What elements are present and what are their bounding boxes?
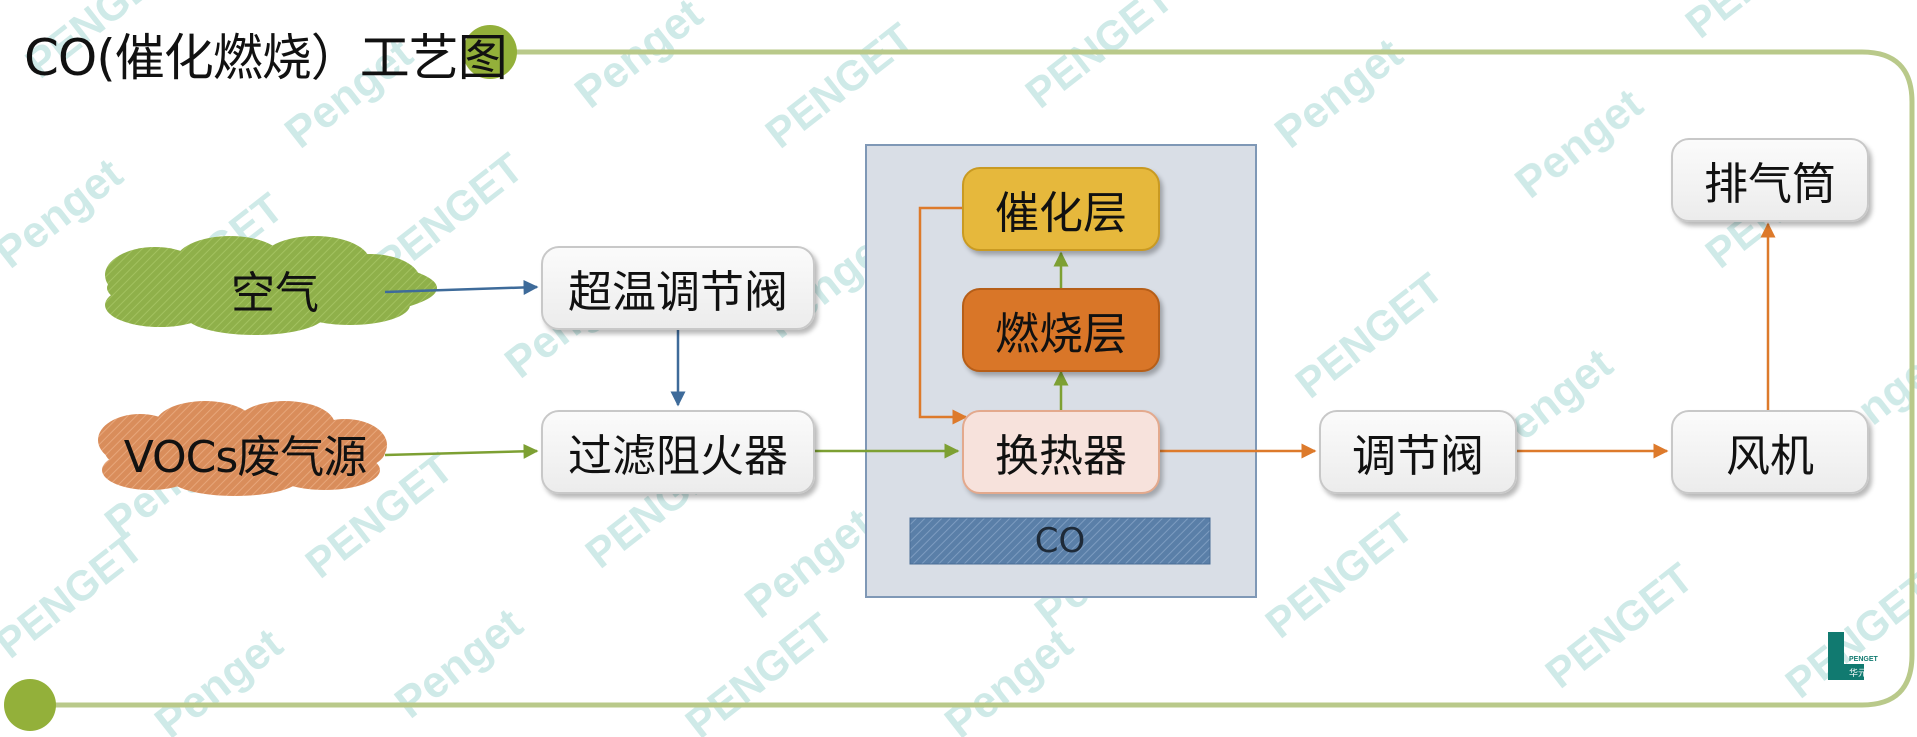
watermark-27: PENGET [677, 604, 842, 737]
node-catalyst-layer: 催化层 [962, 167, 1160, 251]
node-air: 空气 [231, 268, 319, 319]
node-stack: 排气筒 [1671, 138, 1869, 222]
penget-logo: PENGET 华元 [1828, 632, 1879, 680]
frame-dot-bottom [4, 679, 56, 731]
frame-line [30, 49, 1915, 708]
co-label-bar [909, 517, 1211, 565]
watermark-22: PENGET [1257, 504, 1422, 648]
arrow-vocs-to-filter [384, 443, 539, 459]
watermark-4: PENGET [1017, 0, 1182, 117]
watermark-28: Penget [936, 619, 1082, 737]
node-reg-valve: 调节阀 [1319, 410, 1517, 494]
watermark-23: PENGET [1537, 554, 1702, 698]
watermark-24: PENGET [0, 524, 152, 668]
watermark-2: Penget [566, 0, 712, 118]
watermark-6: Penget [1506, 79, 1652, 208]
watermark-3: PENGET [757, 14, 922, 158]
node-overtemp-valve: 超温调节阀 [541, 246, 815, 330]
node-heat-exchanger: 换热器 [962, 410, 1160, 494]
co-label: CO [1034, 521, 1086, 561]
node-combustion-layer: 燃烧层 [962, 288, 1160, 372]
vocs-cloud-shape [98, 401, 387, 496]
node-filter: 过滤阻火器 [541, 410, 815, 494]
watermark-7: PENGET [1677, 0, 1842, 47]
node-fan: 风机 [1671, 410, 1869, 494]
watermark-8: Penget [0, 149, 132, 278]
frame-dot-top [463, 25, 517, 79]
watermark-25: Penget [146, 619, 292, 737]
watermark-26: Penget [386, 599, 532, 728]
arrow-air-to-overtemp [384, 279, 539, 295]
node-vocs: VOCs废气源 [123, 432, 368, 483]
watermark-13: PENGET [1287, 264, 1452, 408]
air-cloud-shape [105, 236, 437, 335]
logo-text-en: PENGET [1849, 656, 1879, 663]
watermark-5: Penget [1266, 29, 1412, 158]
logo-text-cn: 华元 [1849, 667, 1867, 678]
page-title: CO(催化燃烧）工艺图 [24, 29, 508, 87]
watermark-29: PENGET [1777, 564, 1917, 708]
arrow-catalyst-to-exchanger [918, 206, 968, 425]
